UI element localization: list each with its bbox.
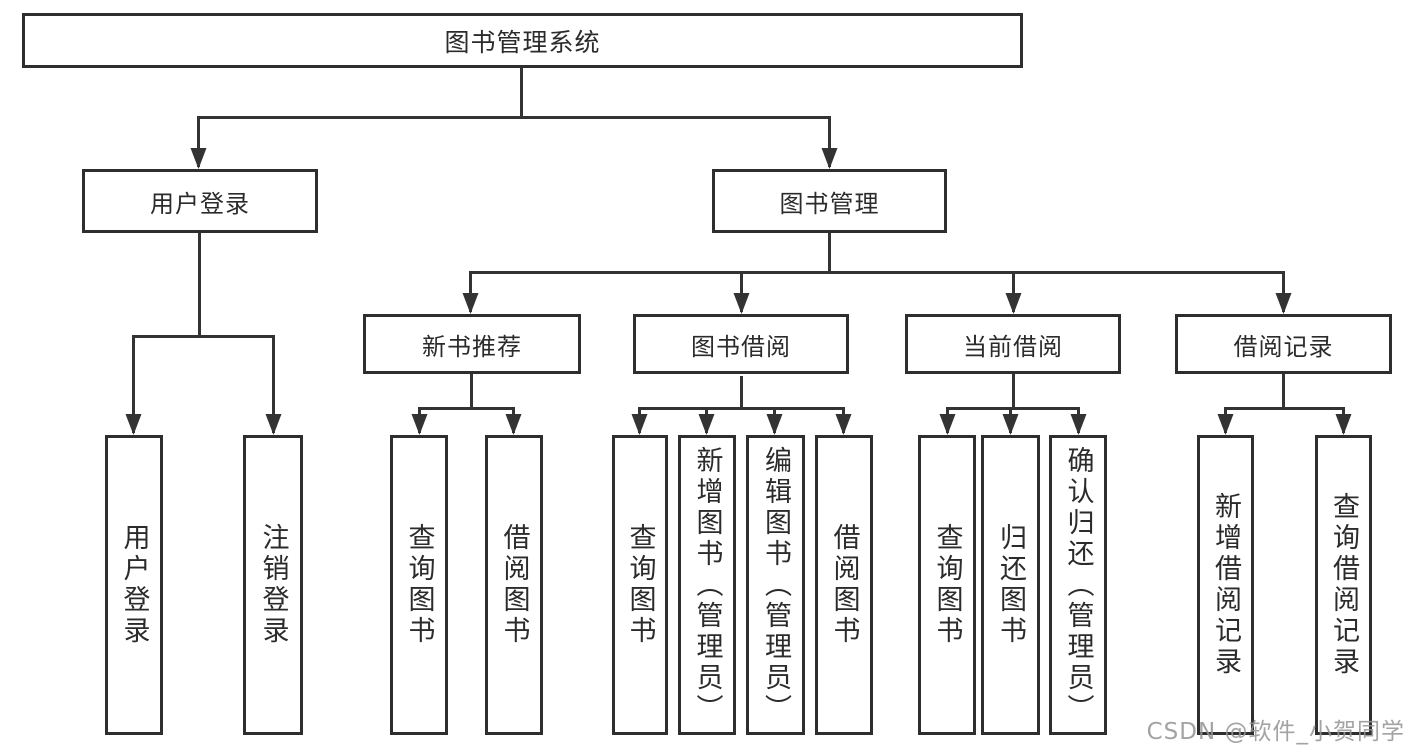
arrow-down-icon (1005, 293, 1022, 314)
arrow-down-icon (821, 148, 838, 169)
leaf-borrow-books: 借阅图书 (815, 435, 873, 735)
leaf-borrow-books-recommend: 借阅图书 (485, 435, 543, 735)
node-new-book-recommend: 新书推荐 (363, 314, 581, 374)
arrow-down-icon (505, 414, 522, 435)
node-user-login: 用户登录 (82, 169, 318, 233)
arrow-down-icon (835, 414, 852, 435)
leaf-query-books-borrow: 查询图书 (612, 435, 668, 735)
node-current-borrow: 当前借阅 (905, 314, 1121, 374)
leaf-query-books-recommend: 查询图书 (390, 435, 448, 735)
arrow-down-icon (265, 414, 282, 435)
node-library-management-system: 图书管理系统 (22, 13, 1023, 68)
csdn-watermark: CSDN @软件_小贺同学 (1146, 719, 1405, 745)
arrow-down-icon (1275, 293, 1292, 314)
arrow-down-icon (1335, 414, 1352, 435)
arrow-down-icon (411, 414, 428, 435)
node-borrow-records: 借阅记录 (1175, 314, 1392, 374)
arrow-down-icon (631, 414, 648, 435)
leaf-return-books: 归还图书 (981, 435, 1040, 735)
connector-line (638, 407, 845, 433)
arrow-down-icon (698, 414, 715, 435)
leaf-logout: 注销登录 (243, 435, 303, 735)
arrow-down-icon (125, 414, 142, 435)
connector-line (132, 335, 275, 433)
node-book-management: 图书管理 (712, 169, 947, 233)
arrow-down-icon (190, 148, 207, 169)
leaf-query-books-current: 查询图书 (918, 435, 976, 735)
arrow-down-icon (939, 414, 956, 435)
leaf-query-borrow-record: 查询借阅记录 (1315, 435, 1372, 735)
connector-line (469, 271, 1285, 312)
connector-line (197, 116, 831, 167)
connector-line (418, 407, 515, 433)
arrow-down-icon (733, 293, 750, 314)
leaf-user-login: 用户登录 (105, 435, 163, 735)
node-book-borrow: 图书借阅 (633, 314, 849, 374)
arrow-down-icon (1217, 414, 1234, 435)
arrow-down-icon (1070, 414, 1087, 435)
connector-line (1224, 407, 1345, 433)
leaf-edit-books-admin: 编辑图书（管理员） (746, 435, 805, 735)
arrow-down-icon (1002, 414, 1019, 435)
leaf-confirm-return-admin: 确认归还（管理员） (1049, 435, 1107, 735)
leaf-add-books-admin: 新增图书（管理员） (678, 435, 736, 735)
leaf-add-borrow-record: 新增借阅记录 (1197, 435, 1254, 735)
arrow-down-icon (766, 414, 783, 435)
arrow-down-icon (462, 293, 479, 314)
